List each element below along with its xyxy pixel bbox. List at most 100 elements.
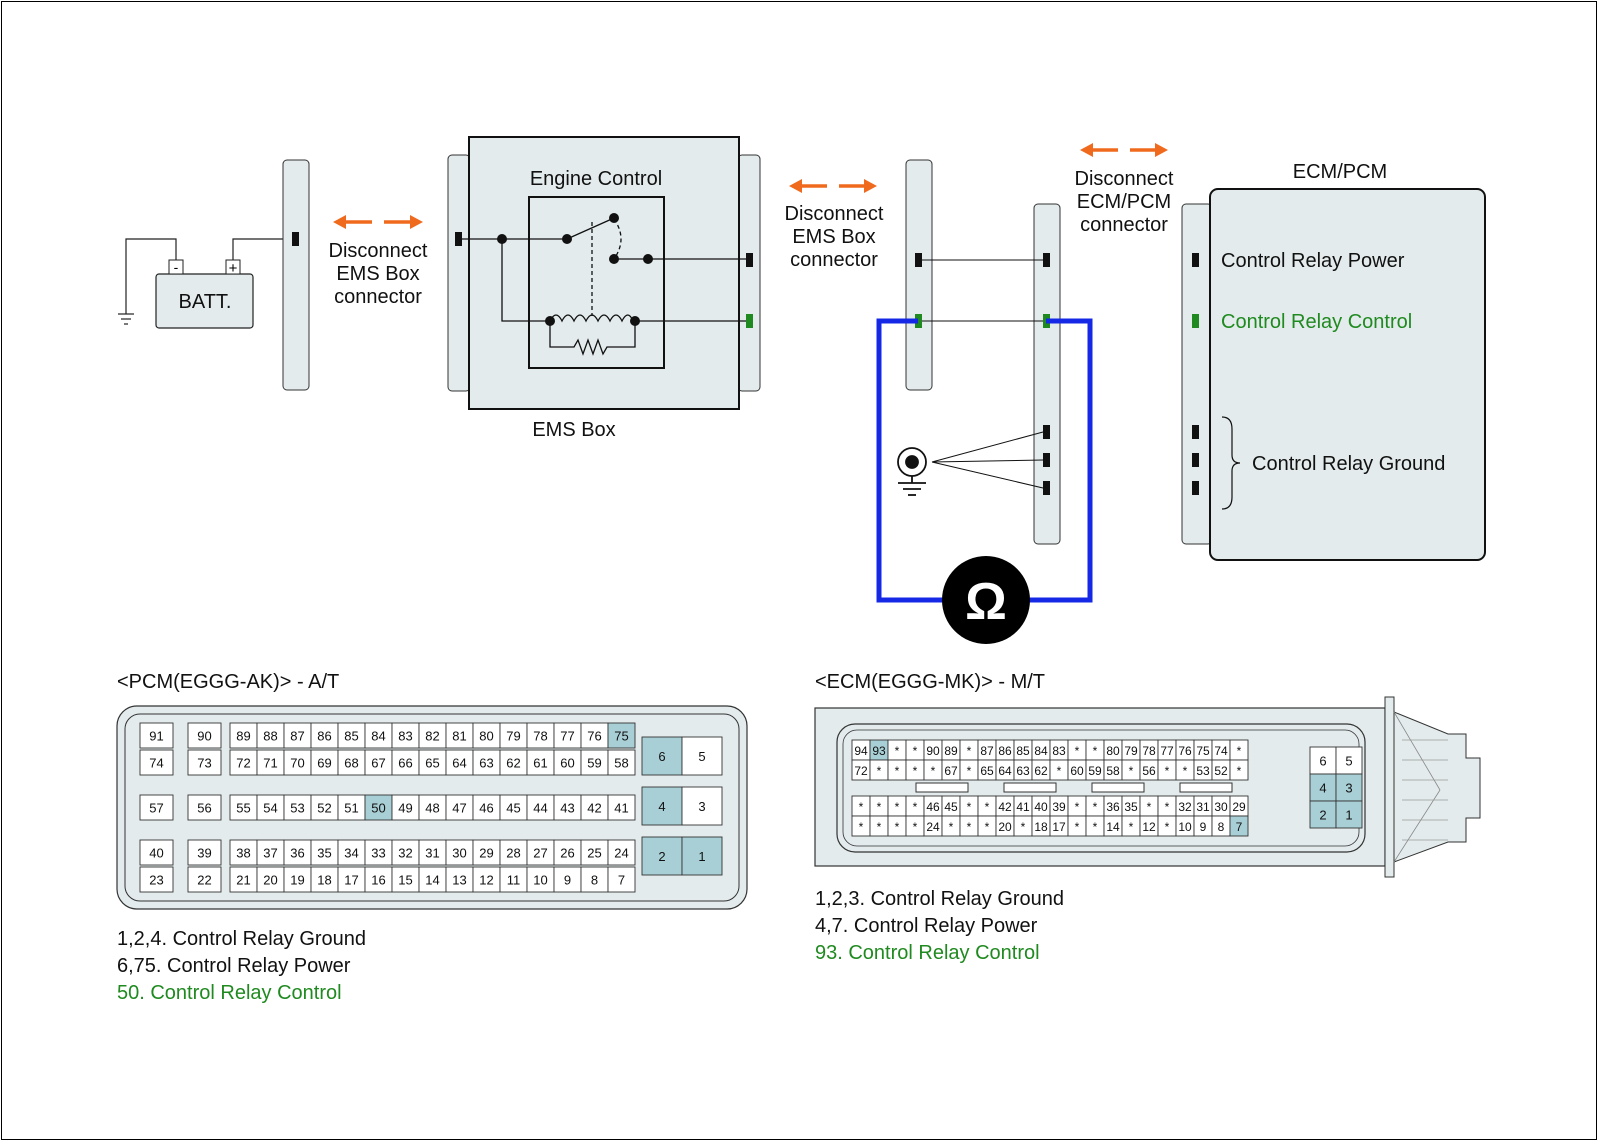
pcm-pin: 76 [587,729,601,744]
pcm-pin: 14 [425,873,439,888]
pcm-pin: 52 [317,801,331,816]
ecm-big-pin: 4 [1319,781,1326,796]
pcm-pin: 47 [452,801,466,816]
pcm-pin: 70 [290,756,304,771]
ecm-pin: * [985,820,990,834]
ecm-pcm-label: ECM/PCM [1293,161,1387,183]
ecm-pin: * [967,764,972,778]
ecm-pin: 8 [1218,820,1225,834]
pcm-pin: 13 [452,873,466,888]
pcm-pin: 42 [587,801,601,816]
ecm-pin: 77 [1160,744,1174,758]
ecm-key-slot [1003,782,1057,793]
ecm-pin: 84 [1034,744,1048,758]
ecm-pin: * [949,820,954,834]
disconnect-ems-label-1b: EMS Box [336,263,419,285]
ecm-pin: 86 [998,744,1012,758]
ecm-pin: 78 [1142,744,1156,758]
ecm-pin: 9 [1200,820,1207,834]
ecm-pin: 89 [944,744,958,758]
disconnect-ecm-label-c: connector [1080,214,1168,236]
ecm-pin: 67 [944,764,958,778]
pcm-pin: 91 [149,729,163,744]
ecm-big-pin: 3 [1345,781,1352,796]
battery: BATT. - + [118,238,292,329]
ecm-pin: * [1057,764,1062,778]
ecm-pin: * [913,764,918,778]
pcm-pin: 21 [236,873,250,888]
pcm-pin: 66 [398,756,412,771]
ohmmeter-leads [876,318,1093,603]
pcm-pin: 34 [344,846,358,861]
ecm-pin: 24 [926,820,940,834]
ecm-pin: 17 [1052,820,1066,834]
ecm-pin: * [1237,764,1242,778]
ecm-pin: * [1093,800,1098,814]
ecm-pcm-module: ECM/PCM Control Relay Power Control Rela… [1181,161,1486,561]
ecm-pin: 93 [872,744,886,758]
ecm-pin: * [913,744,918,758]
harness-connector-ems [905,159,933,391]
ecm-pin: 32 [1178,800,1192,814]
pcm-pin: 33 [371,846,385,861]
pcm-pin: 23 [149,873,163,888]
ecm-pin: * [913,800,918,814]
pcm-pin: 55 [236,801,250,816]
pcm-pin: 16 [371,873,385,888]
pcm-pin: 26 [560,846,574,861]
pcm-pin: 63 [479,756,493,771]
pcm-pin: 80 [479,729,493,744]
ecm-pin: * [877,764,882,778]
ecm-pin: * [1237,744,1242,758]
pcm-pin: 86 [317,729,331,744]
pcm-pin: 44 [533,801,547,816]
ecm-title: <ECM(EGGG-MK)> - M/T [815,671,1045,693]
pcm-pin: 54 [263,801,277,816]
pcm-pin: 12 [479,873,493,888]
ecm-pin: 36 [1106,800,1120,814]
ecm-pin: 74 [1214,744,1228,758]
ecm-pin: * [1021,820,1026,834]
pcm-pin: 58 [614,756,628,771]
disconnect-ems-label-1c: connector [334,286,422,308]
pcm-pin: 46 [479,801,493,816]
ecm-pin: * [1093,820,1098,834]
pcm-big-pin: 3 [698,799,705,814]
pcm-pin: 79 [506,729,520,744]
pcm-pin: 50 [371,801,385,816]
ecm-legend-ground: 1,2,3. Control Relay Ground [815,888,1064,910]
pcm-title: <PCM(EGGG-AK)> - A/T [117,671,339,693]
ecm-pin: * [985,800,990,814]
ecm-key-slot [1091,782,1145,793]
ecm-pin: * [1165,820,1170,834]
pcm-pin: 90 [197,729,211,744]
pcm-pin: 68 [344,756,358,771]
pcm-legend-control: 50. Control Relay Control [117,982,342,1004]
pcm-pin: 73 [197,756,211,771]
ecm-pin: * [1075,744,1080,758]
battery-label: BATT. [179,291,232,313]
pcm-pin: 62 [506,756,520,771]
ecm-pin: 63 [1016,764,1030,778]
ecm-pin: * [1165,764,1170,778]
ecm-pin: * [1075,800,1080,814]
pcm-pin: 75 [614,729,628,744]
ecm-pin: 53 [1196,764,1210,778]
ecm-pin: 31 [1196,800,1210,814]
pcm-pin: 39 [197,846,211,861]
pcm-pin: 77 [560,729,574,744]
ecm-pin: 29 [1232,800,1246,814]
ecm-pin: * [931,764,936,778]
pcm-pin: 64 [452,756,466,771]
ecm-pin: 42 [998,800,1012,814]
pcm-pin: 31 [425,846,439,861]
pcm-pin: 48 [425,801,439,816]
ecm-pin: 87 [980,744,994,758]
ecm-pin: 79 [1124,744,1138,758]
ecm-connector [814,696,1481,878]
ecm-pin: * [895,800,900,814]
ecm-big-pin: 1 [1345,808,1352,823]
ecm-pin: 46 [926,800,940,814]
